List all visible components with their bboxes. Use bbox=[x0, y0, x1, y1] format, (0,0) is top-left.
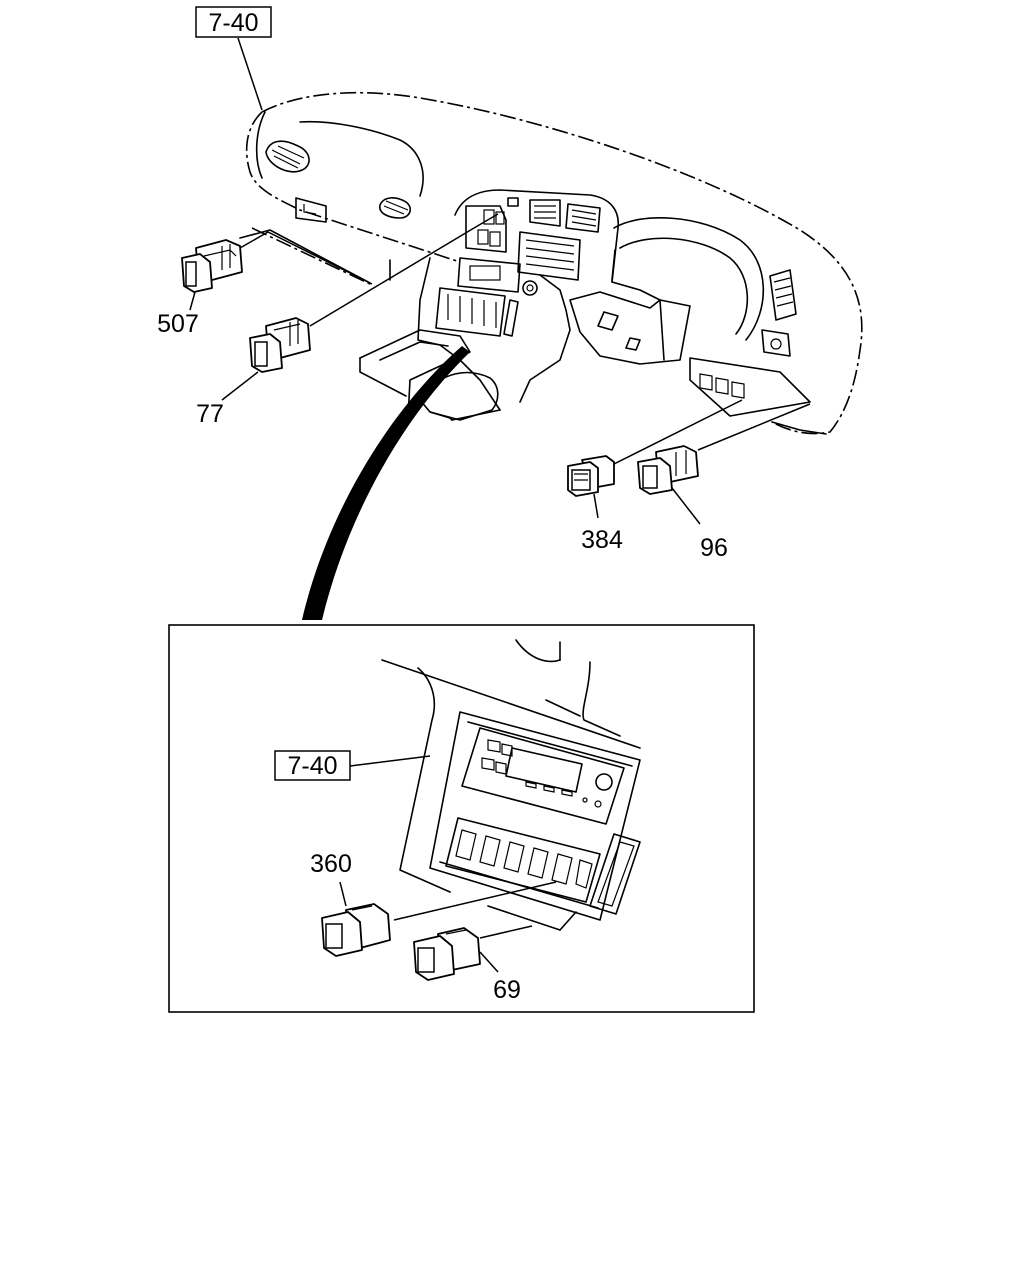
part-507-switch[interactable] bbox=[181, 239, 243, 293]
inset-pointer bbox=[302, 346, 470, 620]
main-reference-label[interactable]: 7-40 bbox=[195, 6, 272, 38]
part-360-switch[interactable] bbox=[321, 903, 391, 957]
part-96-switch[interactable] bbox=[637, 445, 699, 495]
part-69-switch[interactable] bbox=[413, 927, 481, 981]
inset-reference-text: 7-40 bbox=[287, 752, 337, 780]
part-77-label: 77 bbox=[196, 400, 224, 428]
part-77-switch[interactable] bbox=[249, 317, 311, 373]
part-384-label: 384 bbox=[581, 526, 623, 554]
part-360-label: 360 bbox=[310, 850, 352, 878]
detail-inset bbox=[168, 624, 755, 1013]
part-384-switch[interactable] bbox=[567, 455, 615, 497]
dashboard-assembly bbox=[239, 91, 863, 435]
part-507-label: 507 bbox=[157, 310, 199, 338]
inset-reference-label[interactable]: 7-40 bbox=[274, 750, 351, 781]
part-69-label: 69 bbox=[493, 976, 521, 1004]
part-96-label: 96 bbox=[700, 534, 728, 562]
main-reference-text: 7-40 bbox=[208, 9, 258, 37]
